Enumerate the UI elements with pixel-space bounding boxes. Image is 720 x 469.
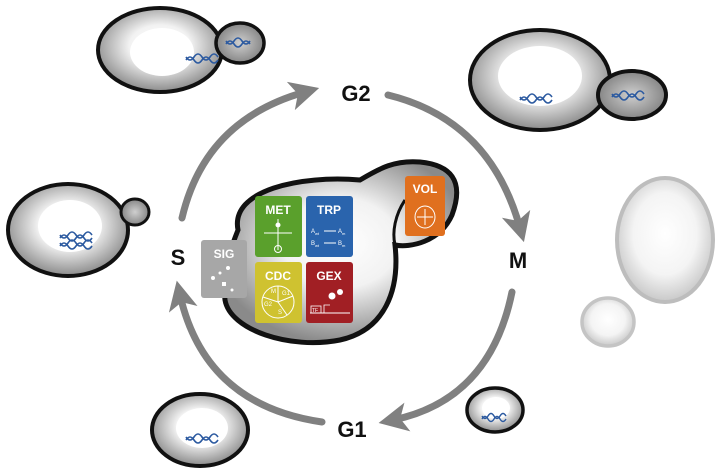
- module-cdc: CDC M G1 G2 S: [255, 262, 302, 323]
- module-vol-label: VOL: [413, 182, 438, 196]
- dna-icon: [59, 231, 93, 250]
- cdc-slice-s: S: [278, 310, 282, 316]
- cdc-pie-icon: [261, 285, 295, 319]
- phase-label-g2: G2: [341, 81, 370, 106]
- trp-row-2-right-sub: m: [342, 243, 346, 248]
- dna-icon: [611, 90, 645, 101]
- trp-row-1-right-sub: m: [342, 231, 346, 236]
- trp-row-2-left: B: [311, 241, 315, 247]
- dna-icon: [481, 412, 507, 423]
- arrow-g1-to-s: [168, 280, 326, 426]
- dna-icon: [519, 93, 553, 104]
- module-trp-label: TRP: [317, 203, 341, 217]
- dna-icon: [185, 53, 219, 64]
- module-vol: VOL: [405, 176, 445, 236]
- module-trp: TRP A wt A m B wt B m: [306, 196, 353, 257]
- module-gex-label: GEX: [316, 269, 341, 283]
- module-met: MET: [255, 196, 302, 257]
- cell-bottom-right: [465, 386, 525, 434]
- phase-label-s: S: [171, 245, 186, 270]
- cdc-slice-g2: G2: [264, 302, 273, 308]
- cycle-arrows: [168, 81, 531, 432]
- arrow-g2-to-m: [384, 91, 531, 243]
- module-met-label: MET: [265, 203, 291, 217]
- cell-top-right: [468, 28, 668, 132]
- module-sig-label: SIG: [214, 247, 235, 261]
- dna-icon: [225, 37, 251, 48]
- arrow-s-to-g2: [178, 81, 320, 222]
- gex-tf-label: TF: [312, 308, 318, 314]
- module-cdc-label: CDC: [265, 269, 291, 283]
- signaling-icon: [211, 266, 234, 292]
- trp-row-2-right: B: [338, 241, 342, 247]
- cell-bottom-left: [150, 392, 250, 468]
- phase-label-m: M: [509, 248, 527, 273]
- cell-top-left: [96, 6, 266, 94]
- trp-row-2-left-sub: wt: [315, 243, 320, 248]
- gene-expression-icon: [310, 289, 350, 314]
- metabolism-icon: [264, 219, 292, 253]
- volume-icon: [414, 205, 436, 229]
- dna-icon: [185, 433, 219, 444]
- module-gex: GEX TF: [306, 262, 353, 323]
- module-sig: SIG: [201, 240, 247, 298]
- trp-row-1-left-sub: wt: [315, 231, 320, 236]
- cdc-slice-m: M: [271, 289, 276, 295]
- cell-left: [6, 182, 151, 278]
- arrow-m-to-g1: [378, 288, 516, 432]
- ghost-cells-right: [580, 176, 715, 348]
- phase-label-g1: G1: [337, 417, 366, 442]
- trp-row-1-left: A: [311, 229, 315, 235]
- cdc-slice-g1: G1: [282, 291, 291, 297]
- trp-row-1-right: A: [338, 229, 342, 235]
